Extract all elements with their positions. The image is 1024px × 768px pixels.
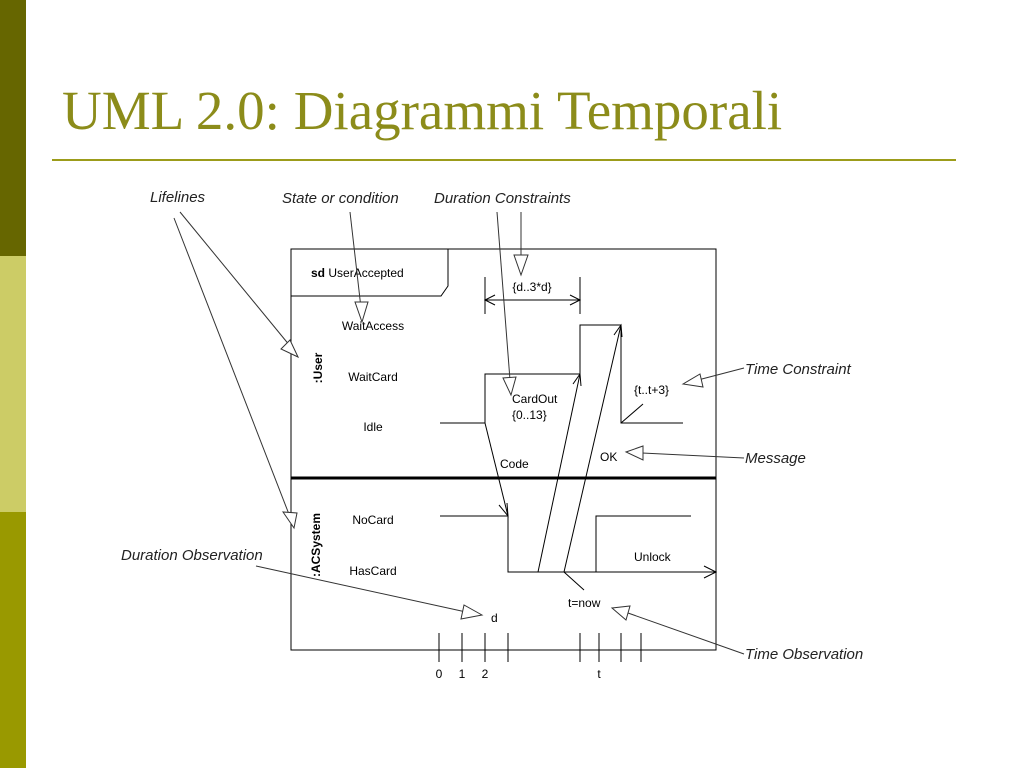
diagram-frame — [290, 248, 717, 651]
slide-title: UML 2.0: Diagrammi Temporali — [62, 80, 783, 141]
time-constraint-link — [620, 403, 644, 424]
duration-right-arrowhead — [569, 294, 582, 306]
duration-constraint-label: {d..3*d} — [512, 280, 551, 294]
time-observation-link — [563, 571, 585, 591]
callout-arrows — [173, 211, 745, 655]
tick-label-2: 2 — [482, 667, 489, 681]
user-state-timeline — [440, 324, 683, 424]
message-cardout-arrowhead — [572, 372, 582, 387]
annotation-time-observation: Time Observation — [745, 646, 863, 663]
time-axis-ticks — [438, 633, 642, 662]
duration-left-arrowhead — [483, 294, 496, 306]
annotation-duration-observation: Duration Observation — [121, 547, 263, 564]
state-hascard: HasCard — [349, 564, 396, 578]
tick-label-1: 1 — [459, 667, 466, 681]
cardout-label: CardOut — [512, 392, 558, 406]
message-code — [484, 422, 509, 517]
title-rule — [52, 159, 956, 161]
acsystem-state-timeline — [440, 515, 691, 573]
state-waitaccess: WaitAccess — [342, 319, 404, 333]
state-nocard: NoCard — [352, 513, 393, 527]
lifeline-user-name: :User — [311, 352, 325, 383]
annotation-message: Message — [745, 450, 806, 467]
code-label: Code — [500, 457, 529, 471]
unlock-label: Unlock — [634, 550, 672, 564]
state-idle: Idle — [363, 420, 383, 434]
sidebar-bar-light — [0, 256, 26, 512]
tick-label-0: 0 — [436, 667, 443, 681]
unlock-arrowhead — [703, 565, 718, 579]
t-now-label: t=now — [568, 596, 601, 610]
cardout-constraint-label: {0..13} — [512, 408, 547, 422]
lifeline-acsystem-name: :ACSystem — [309, 513, 323, 577]
message-cardout — [537, 373, 581, 573]
tick-label-t: t — [597, 667, 601, 681]
sidebar-bar-mid — [0, 512, 26, 768]
frame-name-tab — [291, 249, 449, 297]
annotation-time-constraint: Time Constraint — [745, 361, 852, 378]
annotation-state-or-condition: State or condition — [282, 190, 399, 207]
annotation-duration-constraints: Duration Constraints — [434, 190, 571, 207]
message-ok-arrowhead — [613, 323, 623, 338]
message-ok — [563, 324, 622, 573]
state-waitcard: WaitCard — [348, 370, 398, 384]
annotation-lifelines: Lifelines — [150, 189, 206, 206]
time-constraint-label: {t..t+3} — [634, 383, 669, 397]
ok-label: OK — [600, 450, 617, 464]
sidebar-bar-dark — [0, 0, 26, 256]
d-label: d — [491, 611, 498, 625]
message-code-arrowhead — [498, 502, 509, 518]
frame-title: sd UserAccepted — [311, 266, 404, 280]
